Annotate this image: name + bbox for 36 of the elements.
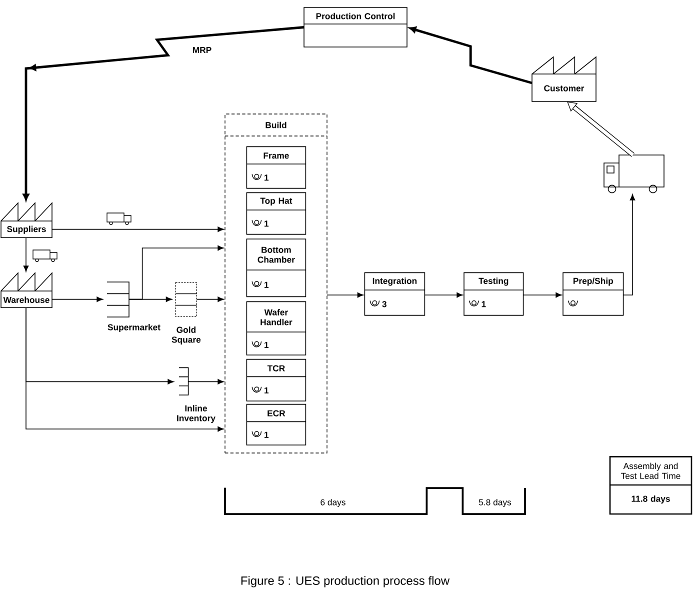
process-box: Top Hat 1 <box>246 192 306 235</box>
lightning-arrow <box>22 26 304 201</box>
factory-box: Customer <box>532 56 596 102</box>
arrow <box>522 292 562 298</box>
arrow <box>23 237 29 272</box>
process-box: Prep/Ship <box>562 272 624 316</box>
arrow <box>188 379 224 384</box>
duration-label: 5.8 days <box>478 498 512 508</box>
truck-icon <box>604 154 664 194</box>
arrow <box>424 292 463 298</box>
process-box: Integration 3 <box>364 272 426 316</box>
information-box: Production Control <box>304 7 408 48</box>
arrow <box>622 194 636 296</box>
arrow <box>52 296 103 302</box>
shipment-arrow <box>567 102 635 157</box>
factory-box: Warehouse <box>0 272 52 308</box>
process-box: Wafer Handler 1 <box>246 301 306 356</box>
process-box: TCR 1 <box>246 358 306 402</box>
arrow <box>52 226 224 232</box>
process-box: ECR 1 <box>246 404 306 446</box>
symbol-caption: Gold Square <box>172 326 201 344</box>
symbol-caption: Inline Inventory <box>177 405 216 423</box>
symbol-caption: Supermarket <box>108 324 160 332</box>
arrow <box>128 296 172 302</box>
process-box: Testing 1 <box>464 272 524 316</box>
lead-time-box: Assembly and Test Lead Time 11.8 days <box>609 456 692 515</box>
figure-caption: Figure 5 : UES production process flow <box>241 576 450 588</box>
process-box: Frame 1 <box>246 146 306 189</box>
factory-box: Suppliers <box>0 202 52 238</box>
duration-label: 6 days <box>320 498 346 508</box>
arrow <box>326 292 364 298</box>
process-box: Bottom Chamber 1 <box>246 238 306 298</box>
arrow <box>26 307 224 432</box>
arrow <box>196 296 224 302</box>
edge-label: MRP <box>192 47 212 53</box>
lightning-arrow <box>409 26 532 84</box>
